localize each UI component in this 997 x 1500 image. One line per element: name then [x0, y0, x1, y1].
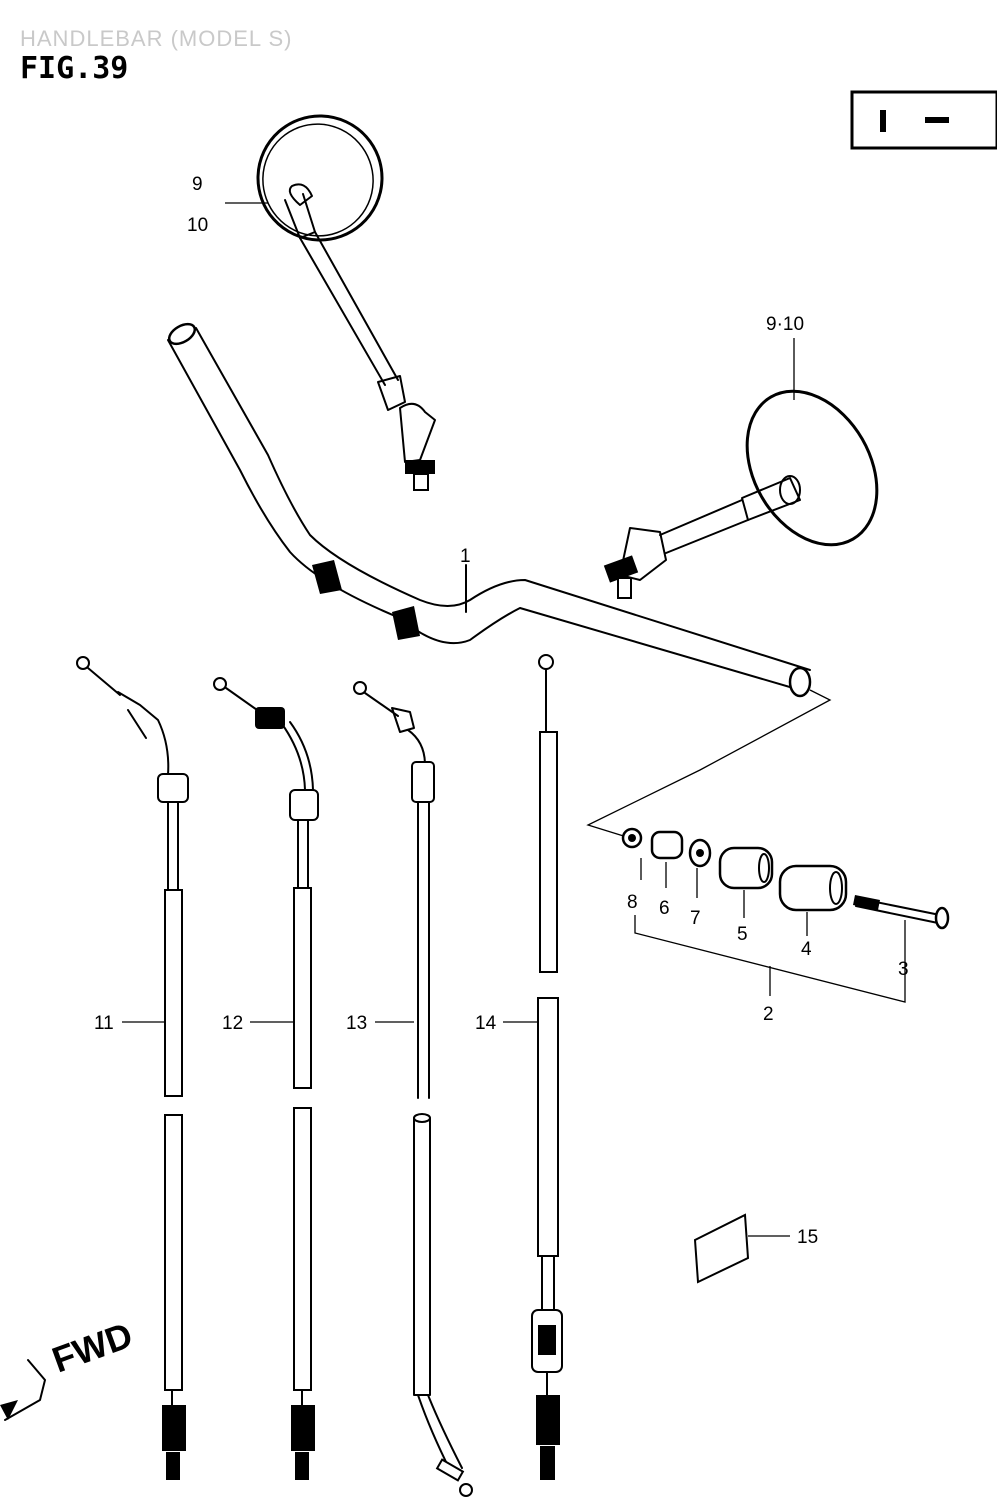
label-part-10-left: 10 — [187, 215, 208, 236]
fwd-label: FWD — [47, 1314, 138, 1381]
bar-end-assembly — [621, 827, 950, 1003]
label-part-6: 6 — [659, 898, 670, 919]
label-part-3: 3 — [898, 959, 909, 980]
part-15-label — [693, 1213, 790, 1284]
label-part-9-left: 9 — [192, 174, 203, 195]
label-part-5: 5 — [737, 924, 748, 945]
label-part-14: 14 — [475, 1013, 497, 1034]
label-part-7: 7 — [690, 908, 701, 929]
label-part-8: 8 — [627, 892, 638, 913]
label-part-15: 15 — [797, 1227, 818, 1248]
label-part-2: 2 — [763, 1004, 774, 1025]
label-part-1: 1 — [460, 546, 471, 567]
fwd-arrow: FWD — [0, 1314, 138, 1421]
handlebar — [167, 322, 812, 698]
label-part-12: 12 — [222, 1013, 243, 1034]
label-part-11: 11 — [94, 1013, 114, 1034]
cable-11 — [76, 656, 189, 1480]
left-mirror — [256, 114, 436, 491]
right-mirror — [603, 389, 879, 599]
cable-12 — [213, 677, 319, 1480]
section-badge — [850, 90, 997, 150]
cable-13 — [353, 681, 473, 1497]
label-part-9-10-right: 9·10 — [766, 314, 804, 335]
label-part-4: 4 — [801, 939, 812, 960]
cable-14 — [531, 654, 563, 1480]
diagram-subtitle: HANDLEBAR (MODEL S) — [20, 26, 292, 51]
figure-title: FIG.39 — [20, 51, 128, 86]
label-part-13: 13 — [346, 1013, 367, 1034]
